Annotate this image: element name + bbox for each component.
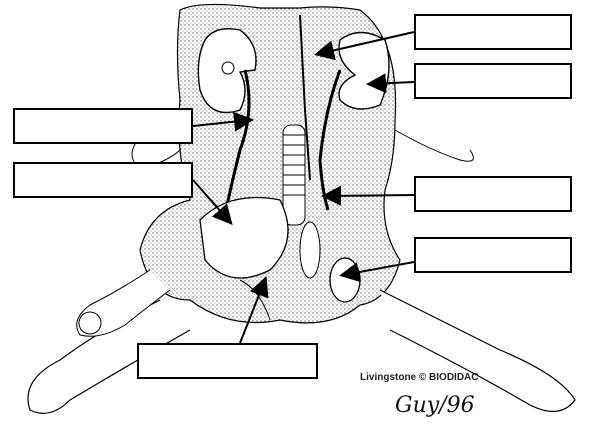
ureter-left xyxy=(223,69,251,216)
credit-text: Livingstone © BIODIDAC xyxy=(360,372,479,383)
pointer-arrows xyxy=(192,31,415,344)
label-box-7[interactable] xyxy=(137,343,318,379)
label-box-1[interactable] xyxy=(414,14,572,50)
right-hind-leg xyxy=(379,289,576,412)
label-box-3[interactable] xyxy=(13,108,193,144)
artist-signature: Guy/96 xyxy=(395,393,475,418)
label-box-4[interactable] xyxy=(13,162,193,198)
tail-cross-section xyxy=(78,311,102,335)
label-box-2[interactable] xyxy=(414,63,572,99)
label-box-6[interactable] xyxy=(414,237,572,273)
vessel xyxy=(299,14,311,181)
testis xyxy=(329,257,361,303)
label-box-5[interactable] xyxy=(414,176,572,212)
left-hind-leg xyxy=(27,299,191,414)
